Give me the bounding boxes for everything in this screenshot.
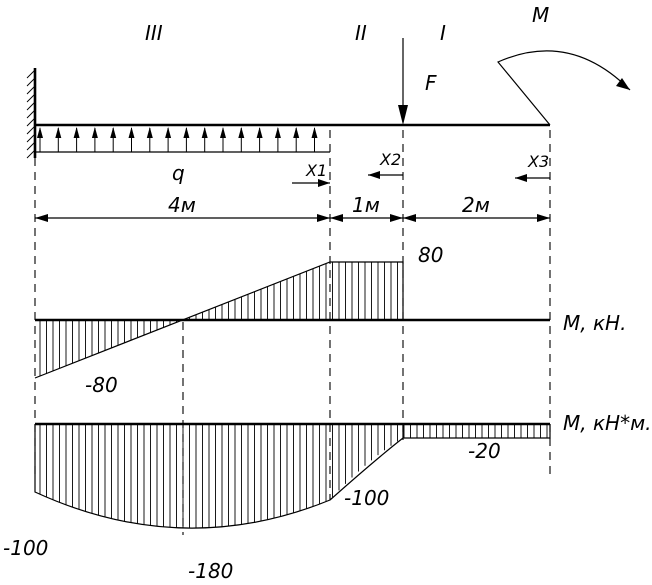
distributed-load — [35, 127, 330, 153]
section-label-ii: II — [355, 21, 367, 45]
load-arrowhead — [110, 127, 117, 138]
section-label-i: I — [440, 21, 446, 45]
wall-hatch-line — [26, 101, 36, 111]
moment-label: M — [532, 3, 549, 27]
load-arrowhead — [201, 127, 208, 138]
svg-text:X1: X1 — [305, 161, 327, 180]
moment-arrow — [497, 50, 631, 126]
load-arrowhead — [274, 127, 281, 138]
length-label-2m: 2м — [462, 193, 490, 217]
wall-hatch-line — [26, 109, 36, 119]
wall-hatch-line — [26, 93, 36, 103]
section-label-iii: III — [145, 21, 163, 45]
wall-hatch-line — [26, 149, 36, 159]
guide-lines — [34, 130, 551, 535]
length-label-4m: 4м — [168, 193, 196, 217]
load-arrowhead — [220, 127, 226, 138]
wall-hatch-line — [26, 85, 36, 95]
load-arrowhead — [73, 127, 80, 138]
wall-hatch-line — [26, 117, 36, 127]
moment-axis-label: M, кН*м. — [563, 411, 652, 435]
dimension-line — [35, 214, 550, 222]
load-arrowhead — [311, 127, 318, 138]
shear-value-bottom: -80 — [85, 373, 118, 397]
load-arrowhead — [91, 127, 98, 138]
force-label: F — [425, 71, 437, 95]
moment-value-left: -100 — [3, 536, 48, 560]
svg-text:X2: X2 — [379, 150, 401, 169]
moment-value-min: -180 — [188, 559, 233, 583]
distributed-load-label: q — [172, 161, 185, 185]
svg-text:X3: X3 — [527, 152, 549, 171]
wall-hatch-line — [26, 133, 36, 143]
moment-diagram — [34, 422, 551, 529]
coord-x1: X1 — [292, 161, 330, 187]
load-arrowhead — [293, 127, 300, 138]
load-arrowhead — [128, 127, 135, 138]
shear-diagram — [34, 261, 550, 379]
force-arrow — [398, 38, 408, 125]
shear-value-top: 80 — [418, 243, 443, 267]
moment-value-mid: -100 — [344, 486, 389, 510]
moment-value-right: -20 — [468, 439, 501, 463]
load-arrowhead — [37, 127, 43, 138]
wall-hatch-line — [26, 125, 36, 135]
load-arrowhead — [256, 127, 263, 138]
wall-hatch-line — [26, 77, 36, 87]
length-label-1m: 1м — [352, 193, 380, 217]
load-arrowhead — [238, 127, 245, 138]
load-arrowhead — [146, 127, 153, 138]
wall-hatch-line — [26, 69, 36, 79]
fixed-support — [26, 68, 37, 159]
wall-hatch-line — [26, 141, 36, 151]
load-arrowhead — [183, 127, 190, 138]
coord-x3: X3 — [515, 152, 550, 182]
coord-x2: X2 — [368, 150, 403, 179]
shear-axis-label: M, кН. — [563, 311, 626, 335]
load-arrowhead — [165, 127, 172, 138]
load-arrowhead — [55, 127, 62, 138]
